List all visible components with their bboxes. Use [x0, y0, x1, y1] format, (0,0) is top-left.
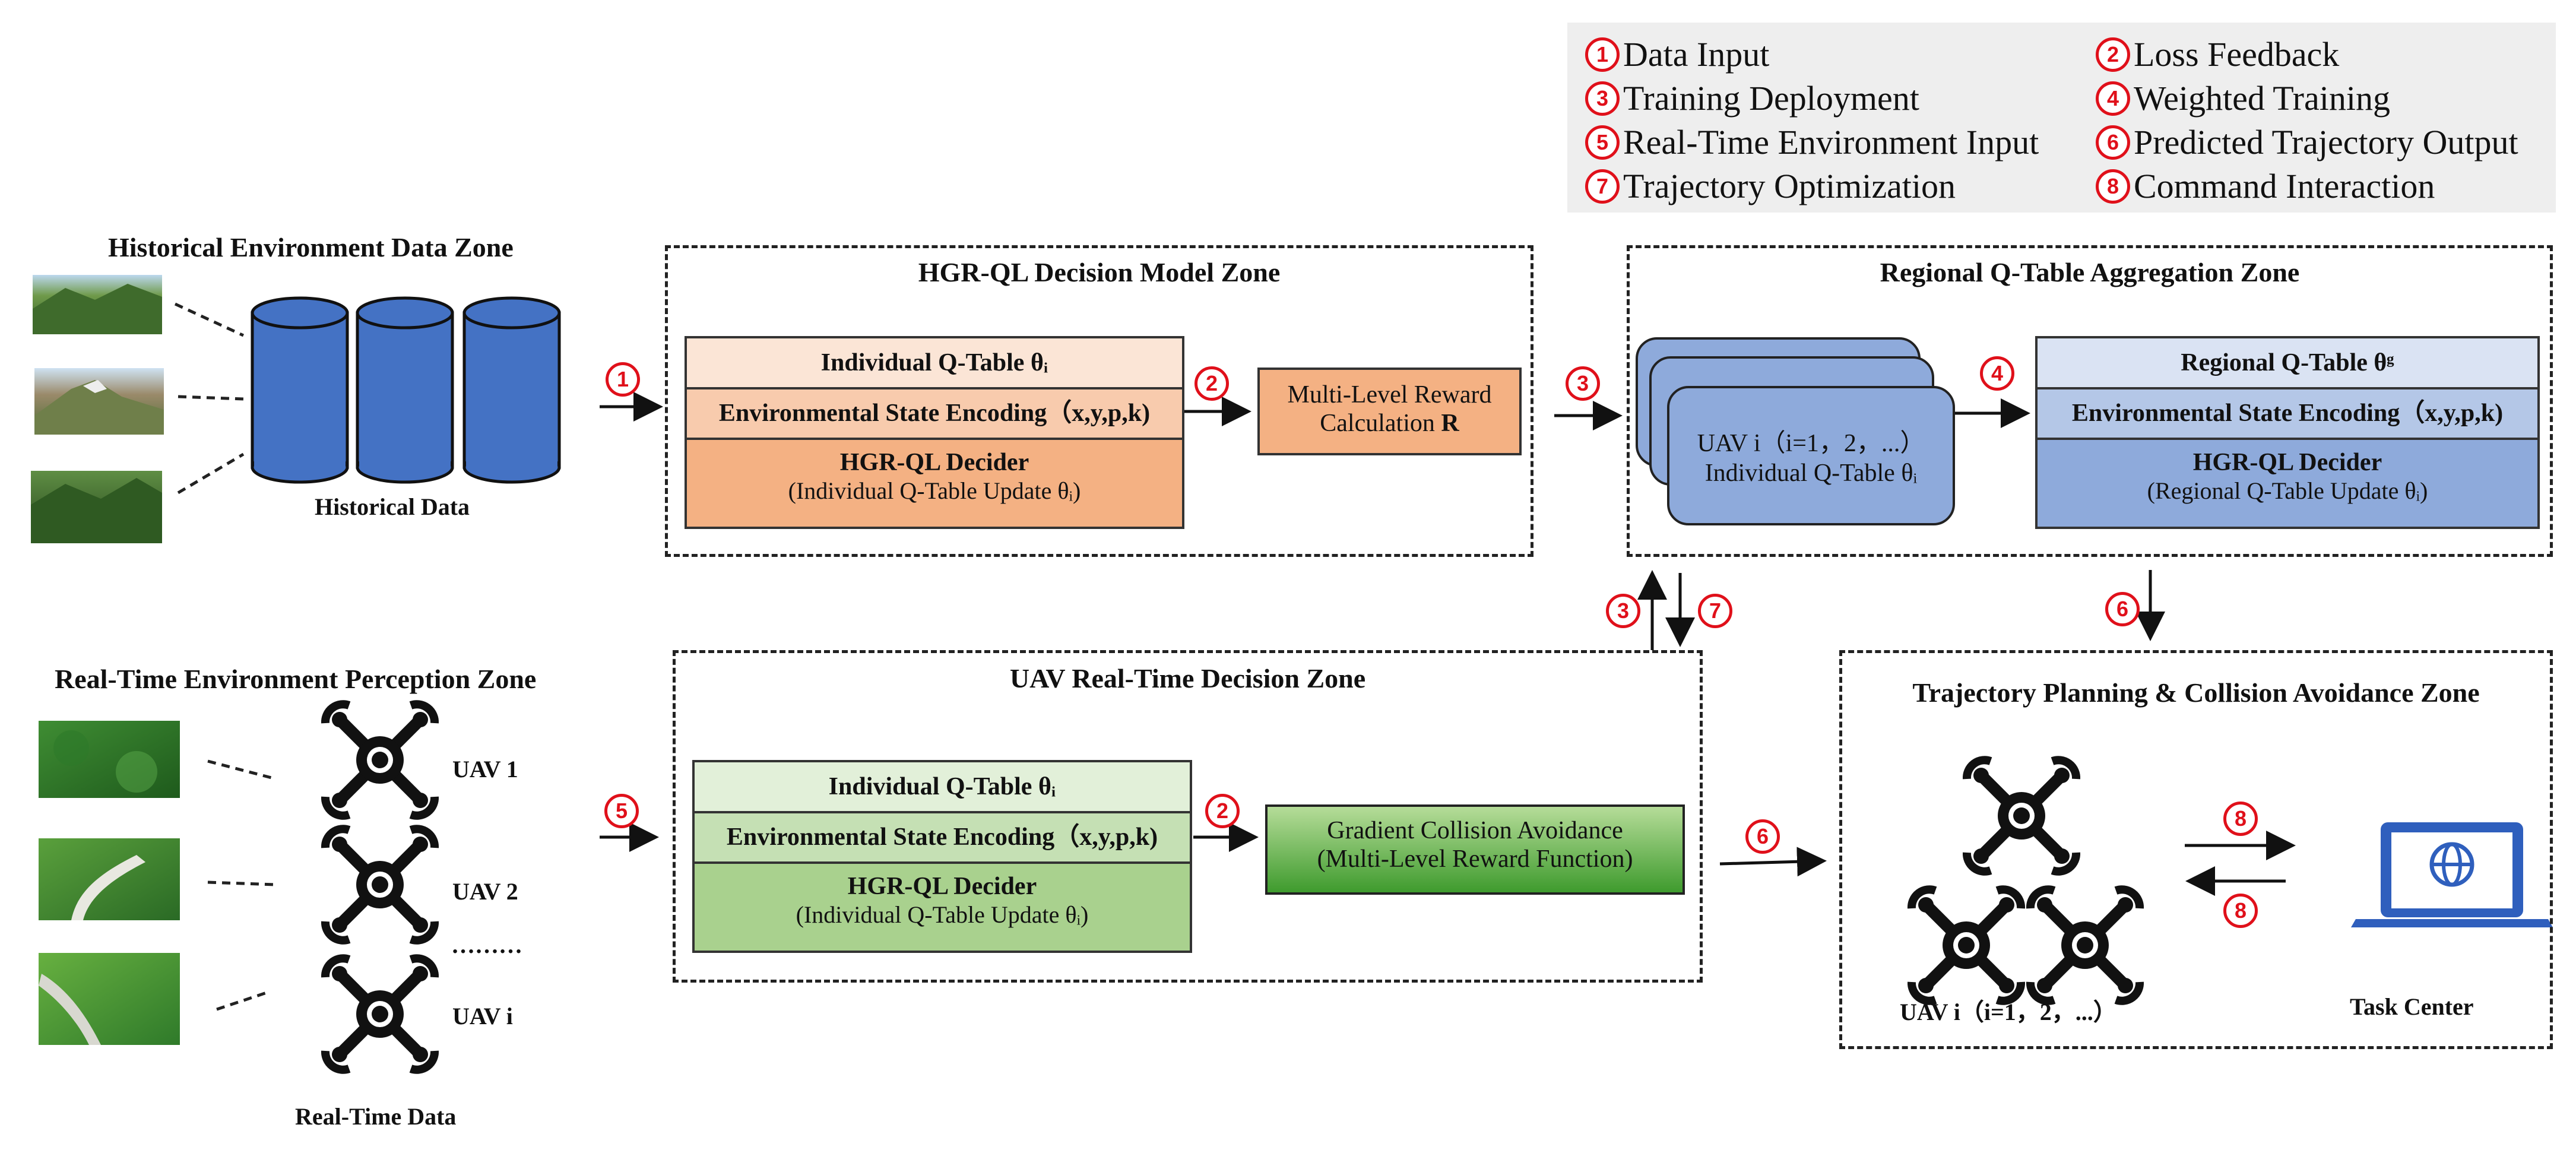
step-8-marker: 8: [2223, 802, 2258, 836]
step-3-marker: 3: [1566, 366, 1600, 401]
reward-calc-box: Multi-Level Reward Calculation R: [1257, 368, 1522, 455]
uav-card-front: UAV i（i=1，2，...） Individual Q-Table θᵢ: [1667, 386, 1955, 525]
uav-decider-label: HGR-QL Decider: [847, 873, 1037, 900]
step-6-marker: 6: [2105, 592, 2140, 626]
regional-aggregation-zone: [1627, 245, 2553, 557]
regional-state-encoding-label: Environmental State Encoding（x,y,p,k): [2071, 400, 2504, 427]
hgr-zone-title: HGR-QL Decision Model Zone: [918, 257, 1281, 287]
step-3b-marker: 3: [1606, 594, 1640, 628]
cylinder-3: [462, 296, 561, 484]
regional-stack: Regional Q-Table θᵍ Environmental State …: [2035, 336, 2540, 529]
mountain-photo-1: [33, 275, 162, 334]
flow-arrows: [600, 392, 2296, 896]
trajectory-zone: [1839, 650, 2553, 1049]
historical-data-caption: Historical Data: [315, 493, 470, 520]
step-2b-marker: 2: [1205, 794, 1240, 828]
uav-1-label: UAV 1: [452, 756, 518, 783]
historical-zone-title: Historical Environment Data Zone: [108, 232, 514, 262]
regional-zone-title: Regional Q-Table Aggregation Zone: [1880, 257, 2300, 287]
step-4-marker: 4: [1980, 356, 2014, 391]
regional-q-table-label: Regional Q-Table θᵍ: [2181, 349, 2394, 376]
forest-photo-1: [39, 721, 180, 798]
gca-box: Gradient Collision Avoidance (Multi-Leve…: [1317, 817, 1633, 873]
uav-decision-zone-title: UAV Real-Time Decision Zone: [1009, 663, 1366, 693]
realtime-data-caption: Real-Time Data: [295, 1103, 457, 1130]
mountain-photo-2: [34, 368, 164, 435]
realtime-zone-title: Real-Time Environment Perception Zone: [55, 664, 537, 694]
laptop-icon: [2351, 822, 2553, 927]
cylinder-2: [356, 296, 454, 484]
hgr-decider-label: HGR-QL Decider: [839, 449, 1029, 476]
drone-icon-1: [325, 704, 435, 815]
uav-individual-q-table-label: Individual Q-Table θᵢ: [828, 773, 1056, 800]
mountain-photo-3: [31, 471, 162, 543]
step-2-marker: 2: [1194, 366, 1229, 401]
hgr-stack: Individual Q-Table θᵢ Environmental Stat…: [685, 336, 1184, 529]
forest-photo-2: [39, 838, 180, 920]
forest-photo-3: [39, 953, 180, 1045]
task-center-caption: Task Center: [2350, 993, 2474, 1020]
drone-icon-2: [325, 829, 435, 940]
step-6b-marker: 6: [1745, 819, 1780, 854]
uav-group-caption: UAV i（i=1，2，...）: [1900, 999, 2117, 1025]
drone-icon-3: [325, 958, 435, 1069]
step-5-marker: 5: [604, 794, 639, 828]
step-1-marker: 1: [606, 362, 640, 397]
step-7-marker: 7: [1698, 594, 1732, 628]
photo-connectors: [174, 302, 245, 495]
uav-photo-connectors: [207, 759, 277, 1011]
regional-decider-label: HGR-QL Decider: [2192, 449, 2382, 476]
cylinder-1: [251, 296, 349, 484]
arrow-step6-right: [1719, 847, 1827, 877]
trajectory-zone-title: Trajectory Planning & Collision Avoidanc…: [1912, 677, 2480, 708]
uav-decision-stack: Individual Q-Table θᵢ Environmental Stat…: [692, 760, 1192, 953]
uav-decider-sublabel: (Individual Q-Table Update θᵢ): [796, 901, 1089, 928]
individual-q-table-label: Individual Q-Table θᵢ: [820, 349, 1048, 376]
uav-ellipsis: ………: [451, 932, 522, 958]
regional-decider-sublabel: (Regional Q-Table Update θᵢ): [2147, 477, 2428, 504]
gca-box-bg: [1265, 804, 1685, 895]
hgr-decision-zone: [665, 245, 1533, 557]
uav-2-label: UAV 2: [452, 878, 518, 905]
uav-i-label: UAV i: [452, 1003, 513, 1030]
step-8b-marker: 8: [2223, 894, 2258, 928]
state-encoding-label: Environmental State Encoding（x,y,p,k): [718, 400, 1151, 427]
hgr-decider-sublabel: (Individual Q-Table Update θᵢ): [788, 477, 1081, 504]
database-cylinders: [251, 296, 561, 484]
uav-state-encoding-label: Environmental State Encoding（x,y,p,k): [726, 823, 1158, 851]
uav-decision-zone: [673, 650, 1703, 983]
